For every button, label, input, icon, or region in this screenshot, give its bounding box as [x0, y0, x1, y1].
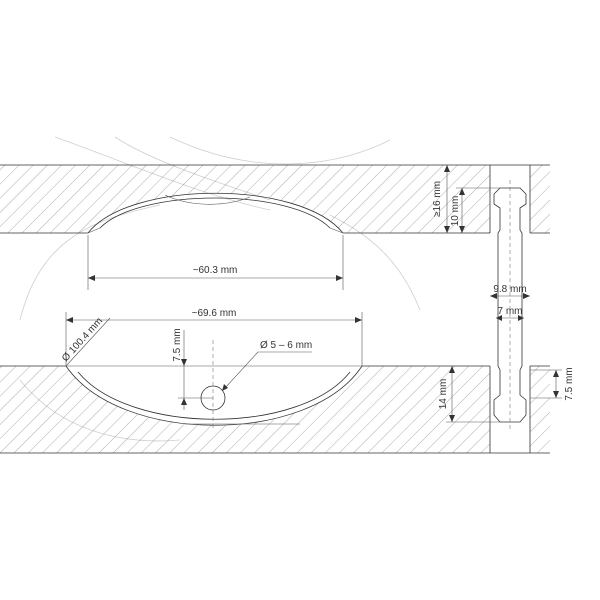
min-thickness-label: ≥16 mm — [432, 181, 443, 217]
upper-plate — [0, 164, 470, 234]
upper-thickness-label: 10 mm — [450, 196, 461, 227]
depth-right-label: 7.5 mm — [564, 367, 575, 400]
side-section — [470, 164, 550, 454]
width-lower-label: ~69.6 mm — [192, 308, 237, 319]
dimension-lines — [65, 165, 562, 423]
depth-upper-label: 7.5 mm — [172, 328, 183, 361]
diameter-label: Ø 100.4 mm — [60, 316, 105, 364]
connector-width-label: 7 mm — [498, 306, 523, 317]
hole-label: Ø 5 – 6 mm — [260, 340, 312, 351]
connector-length-label: 9.8 mm — [493, 284, 526, 295]
lower-thickness-label: 14 mm — [438, 379, 449, 410]
width-upper-label: ~60.3 mm — [193, 265, 238, 276]
